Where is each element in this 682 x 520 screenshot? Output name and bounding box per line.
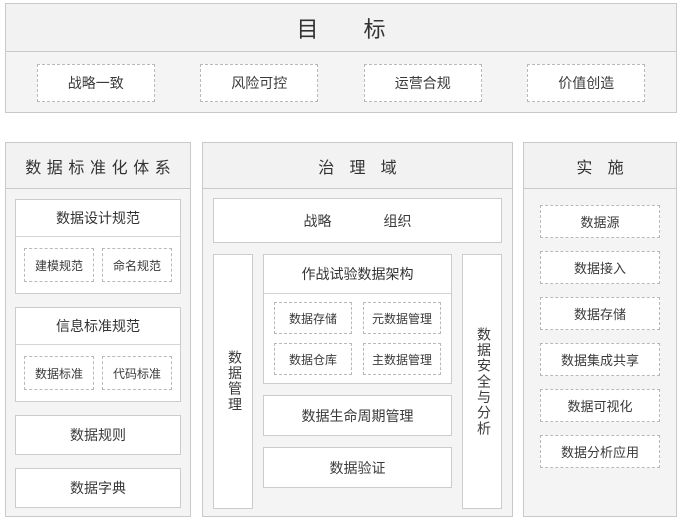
governance-strategy-label: 战略 bbox=[303, 214, 332, 230]
governance-architecture-title: 作战试验数据架构 bbox=[264, 255, 451, 294]
implementation-item-data-source[interactable]: 数据源 bbox=[540, 205, 660, 238]
standardization-item-data-standard[interactable]: 数据标准 bbox=[24, 356, 94, 390]
standardization-group-info-items: 数据标准 代码标准 bbox=[16, 345, 180, 401]
governance-body: 战略 组织 数据管理 作战试验数据架构 数据存储 元数据管理 数据仓库 主数据管… bbox=[203, 189, 512, 518]
governance-arch-item-data-storage[interactable]: 数据存储 bbox=[274, 302, 352, 334]
governance-lower-row: 数据管理 作战试验数据架构 数据存储 元数据管理 数据仓库 主数据管理 数据生命… bbox=[213, 254, 502, 509]
governance-organization-label: 组织 bbox=[383, 214, 412, 230]
implementation-panel: 实 施 数据源 数据接入 数据存储 数据集成共享 数据可视化 数据分析应用 bbox=[523, 142, 677, 517]
governance-arch-item-metadata-management[interactable]: 元数据管理 bbox=[363, 302, 441, 334]
standardization-body: 数据设计规范 建模规范 命名规范 信息标准规范 数据标准 代码标准 数据规则 数… bbox=[6, 189, 190, 518]
standardization-item-code-standard[interactable]: 代码标准 bbox=[102, 356, 172, 390]
standardization-group-design-title: 数据设计规范 bbox=[16, 200, 180, 237]
governance-data-security-analysis-rail[interactable]: 数据安全与分析 bbox=[462, 254, 502, 509]
governance-architecture-grid: 数据存储 元数据管理 数据仓库 主数据管理 bbox=[264, 294, 451, 383]
goal-item-0[interactable]: 战略一致 bbox=[36, 63, 155, 102]
governance-panel-title: 治 理 域 bbox=[203, 143, 512, 189]
implementation-item-data-ingestion[interactable]: 数据接入 bbox=[540, 251, 660, 284]
goal-item-1[interactable]: 风险可控 bbox=[200, 63, 319, 102]
governance-data-management-rail[interactable]: 数据管理 bbox=[213, 254, 253, 509]
goal-panel: 目 标 战略一致 风险可控 运营合规 价值创造 bbox=[5, 3, 677, 113]
governance-arch-item-data-warehouse[interactable]: 数据仓库 bbox=[274, 343, 352, 375]
standardization-group-info-title: 信息标准规范 bbox=[16, 308, 180, 345]
goal-panel-title: 目 标 bbox=[6, 4, 676, 52]
standardization-panel: 数据标准化体系 数据设计规范 建模规范 命名规范 信息标准规范 数据标准 代码标… bbox=[5, 142, 191, 517]
implementation-item-data-integration-sharing[interactable]: 数据集成共享 bbox=[540, 343, 660, 376]
standardization-item-modeling-spec[interactable]: 建模规范 bbox=[24, 248, 94, 282]
standardization-item-data-rules[interactable]: 数据规则 bbox=[15, 415, 181, 455]
goal-item-2[interactable]: 运营合规 bbox=[363, 63, 482, 102]
governance-architecture-card: 作战试验数据架构 数据存储 元数据管理 数据仓库 主数据管理 bbox=[263, 254, 452, 384]
implementation-body: 数据源 数据接入 数据存储 数据集成共享 数据可视化 数据分析应用 bbox=[524, 189, 676, 518]
standardization-item-data-dictionary[interactable]: 数据字典 bbox=[15, 468, 181, 508]
standardization-item-naming-spec[interactable]: 命名规范 bbox=[102, 248, 172, 282]
goal-item-3[interactable]: 价值创造 bbox=[527, 63, 646, 102]
goal-items-row: 战略一致 风险可控 运营合规 价值创造 bbox=[6, 52, 676, 113]
governance-block-data-validation[interactable]: 数据验证 bbox=[263, 447, 452, 488]
implementation-item-data-analytics-application[interactable]: 数据分析应用 bbox=[540, 435, 660, 468]
standardization-group-design: 数据设计规范 建模规范 命名规范 bbox=[15, 199, 181, 294]
implementation-item-data-visualization[interactable]: 数据可视化 bbox=[540, 389, 660, 422]
governance-strategy-organization-bar[interactable]: 战略 组织 bbox=[213, 198, 502, 243]
governance-panel: 治 理 域 战略 组织 数据管理 作战试验数据架构 数据存储 元数据管理 数据仓… bbox=[202, 142, 513, 517]
governance-arch-item-master-data-management[interactable]: 主数据管理 bbox=[363, 343, 441, 375]
standardization-group-info: 信息标准规范 数据标准 代码标准 bbox=[15, 307, 181, 402]
standardization-panel-title: 数据标准化体系 bbox=[6, 143, 190, 189]
governance-block-data-lifecycle[interactable]: 数据生命周期管理 bbox=[263, 395, 452, 436]
implementation-item-data-storage[interactable]: 数据存储 bbox=[540, 297, 660, 330]
implementation-panel-title: 实 施 bbox=[524, 143, 676, 189]
standardization-group-design-items: 建模规范 命名规范 bbox=[16, 237, 180, 293]
governance-center-stack: 作战试验数据架构 数据存储 元数据管理 数据仓库 主数据管理 数据生命周期管理 … bbox=[263, 254, 452, 509]
